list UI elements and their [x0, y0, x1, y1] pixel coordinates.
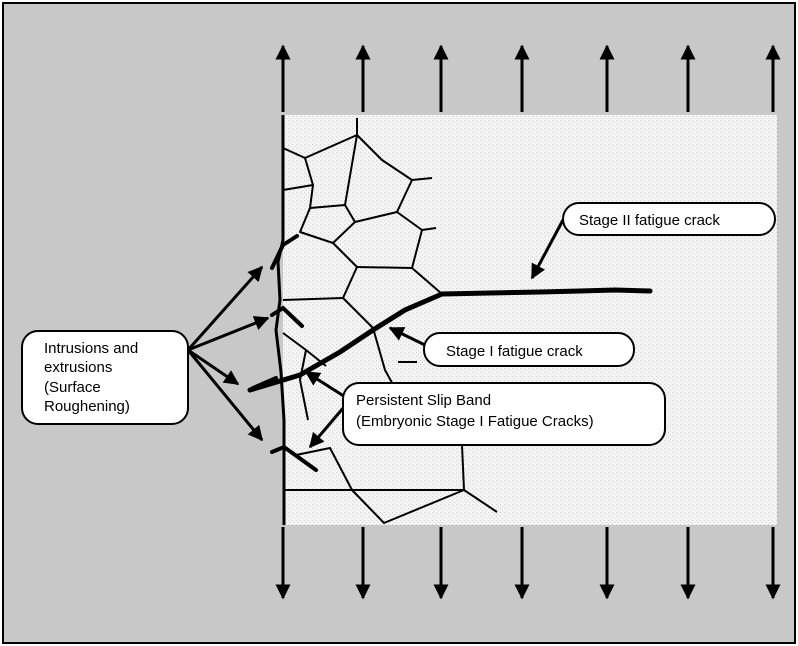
- stage-2-crack: [439, 287, 653, 297]
- stage-1-crack: [247, 291, 445, 393]
- specimen-region: [283, 115, 777, 525]
- intrusions-label-line-2: extrusions: [44, 359, 112, 376]
- intrusions-extrusions: [251, 234, 318, 472]
- intrusions-label-line-3: (Surface: [44, 379, 101, 396]
- stage-2-label-box: [562, 202, 776, 236]
- psb-label-line-1: Persistent Slip Band: [356, 392, 491, 409]
- intrusions-label-line-1: Intrusions and: [44, 340, 138, 357]
- intrusions-label-box: [21, 330, 189, 425]
- stage-1-label: Stage I fatigue crack: [446, 343, 583, 360]
- stage-2-label: Stage II fatigue crack: [579, 212, 720, 229]
- intrusions-pointer-arrows: [186, 265, 270, 442]
- tensile-load-arrows-bottom: [275, 527, 781, 600]
- stage-1-label-box: [423, 332, 635, 367]
- tensile-load-arrows-top: [275, 44, 781, 112]
- intrusions-label-line-4: Roughening): [44, 398, 130, 415]
- psb-label-line-2: (Embryonic Stage I Fatigue Cracks): [356, 413, 594, 430]
- psb-label-box: [342, 382, 666, 446]
